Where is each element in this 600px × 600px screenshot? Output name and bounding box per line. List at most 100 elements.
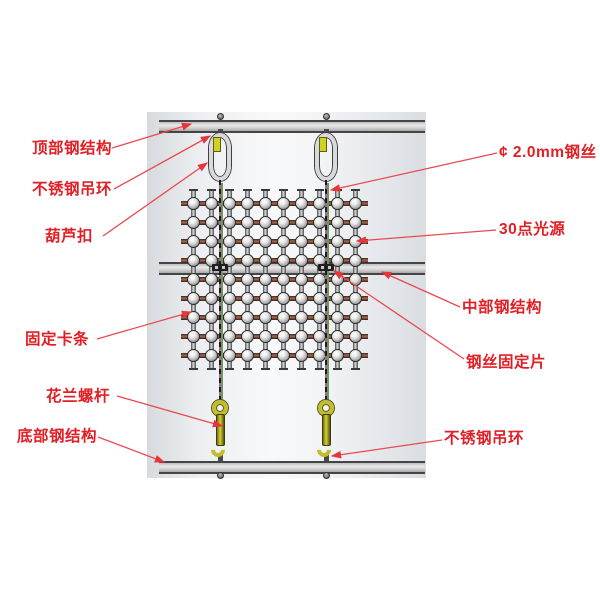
led-point-light [222, 348, 236, 362]
led-point-light [204, 234, 218, 248]
mesh-h-stub [180, 352, 188, 358]
mesh-v-link [244, 341, 250, 350]
led-point-light [222, 253, 236, 267]
mesh-v-link [226, 227, 232, 236]
mesh-v-link [352, 227, 358, 236]
mesh-stub-cap [350, 188, 360, 191]
led-point-light [186, 272, 200, 286]
mesh-h-bar [288, 219, 296, 225]
mesh-h-bar [198, 314, 206, 320]
led-point-light [348, 348, 362, 362]
mesh-h-bar [252, 257, 260, 263]
led-point-light [240, 310, 254, 324]
mesh-h-bar [342, 314, 350, 320]
label-hoist-buckle: 葫芦扣 [45, 228, 94, 245]
label-ss-ring-bottom: 不锈钢吊环 [444, 430, 525, 447]
mesh-v-link [190, 246, 196, 255]
mesh-v-link [226, 303, 232, 312]
mesh-v-stub [316, 360, 322, 368]
mesh-v-stub [262, 190, 268, 198]
led-point-light [258, 272, 272, 286]
mesh-v-link [208, 322, 214, 331]
label-wire-clip: 钢丝固定片 [466, 354, 547, 371]
mesh-v-link [298, 227, 304, 236]
mesh-v-link [208, 265, 214, 274]
annotation-arrow [96, 310, 193, 340]
mesh-h-stub [360, 219, 368, 225]
annotation-arrow [329, 152, 498, 192]
mesh-v-link [316, 303, 322, 312]
mesh-h-bar [252, 295, 260, 301]
mesh-h-bar [252, 352, 260, 358]
mesh-v-link [208, 341, 214, 350]
mesh-h-bar [234, 295, 242, 301]
mesh-v-link [280, 284, 286, 293]
mesh-v-link [208, 303, 214, 312]
led-point-light [330, 196, 344, 210]
mesh-stub-cap [278, 188, 288, 191]
mesh-h-bar [270, 257, 278, 263]
mesh-v-stub [298, 190, 304, 198]
mesh-stub-cap [278, 367, 288, 370]
mesh-v-link [244, 284, 250, 293]
mesh-stub-cap [332, 367, 342, 370]
mesh-v-link [190, 303, 196, 312]
mesh-h-bar [288, 295, 296, 301]
mesh-h-bar [234, 200, 242, 206]
mesh-h-bar [306, 295, 314, 301]
mesh-h-bar [234, 314, 242, 320]
mesh-v-link [298, 341, 304, 350]
mesh-v-link [226, 322, 232, 331]
annotation-arrow [355, 229, 497, 245]
annotation-arrow [113, 135, 212, 190]
mesh-h-bar [234, 333, 242, 339]
mesh-v-link [298, 265, 304, 274]
mesh-v-link [352, 246, 358, 255]
led-point-light [294, 215, 308, 229]
mesh-v-link [334, 208, 340, 217]
mesh-v-link [244, 322, 250, 331]
mesh-h-bar [270, 219, 278, 225]
mesh-h-bar [288, 238, 296, 244]
mesh-v-link [226, 246, 232, 255]
mesh-h-bar [252, 219, 260, 225]
hoist-buckle-carabiner [209, 133, 231, 181]
led-point-light [240, 272, 254, 286]
mesh-h-bar [252, 200, 260, 206]
mesh-v-link [262, 265, 268, 274]
label-bottom-structure: 底部钢结构 [17, 428, 98, 445]
led-point-light [258, 291, 272, 305]
led-point-light [276, 253, 290, 267]
mesh-v-stub [226, 190, 232, 198]
led-point-light [222, 234, 236, 248]
led-point-light [186, 329, 200, 343]
mesh-v-stub [334, 360, 340, 368]
label-turnbuckle: 花兰螺杆 [46, 388, 111, 405]
mesh-h-bar [270, 276, 278, 282]
mesh-v-link [244, 246, 250, 255]
mesh-stub-cap [242, 367, 252, 370]
led-point-light [276, 329, 290, 343]
mesh-v-link [352, 284, 358, 293]
mesh-v-link [316, 341, 322, 350]
mesh-h-bar [306, 219, 314, 225]
led-point-light [186, 291, 200, 305]
mesh-v-link [298, 284, 304, 293]
mesh-v-link [244, 265, 250, 274]
mesh-v-link [334, 303, 340, 312]
mesh-v-link [280, 303, 286, 312]
mesh-h-bar [270, 200, 278, 206]
led-point-light [294, 272, 308, 286]
label-wire-diameter: ¢ 2.0mm钢丝 [499, 144, 597, 161]
mesh-v-stub [334, 190, 340, 198]
mesh-v-link [226, 284, 232, 293]
mesh-v-link [190, 208, 196, 217]
mesh-v-link [208, 284, 214, 293]
mesh-v-link [352, 303, 358, 312]
led-point-light [276, 291, 290, 305]
mesh-v-link [262, 341, 268, 350]
mesh-h-stub [360, 257, 368, 263]
mesh-h-stub [360, 333, 368, 339]
bottom-beam-bolt [216, 472, 224, 479]
led-point-light [240, 291, 254, 305]
